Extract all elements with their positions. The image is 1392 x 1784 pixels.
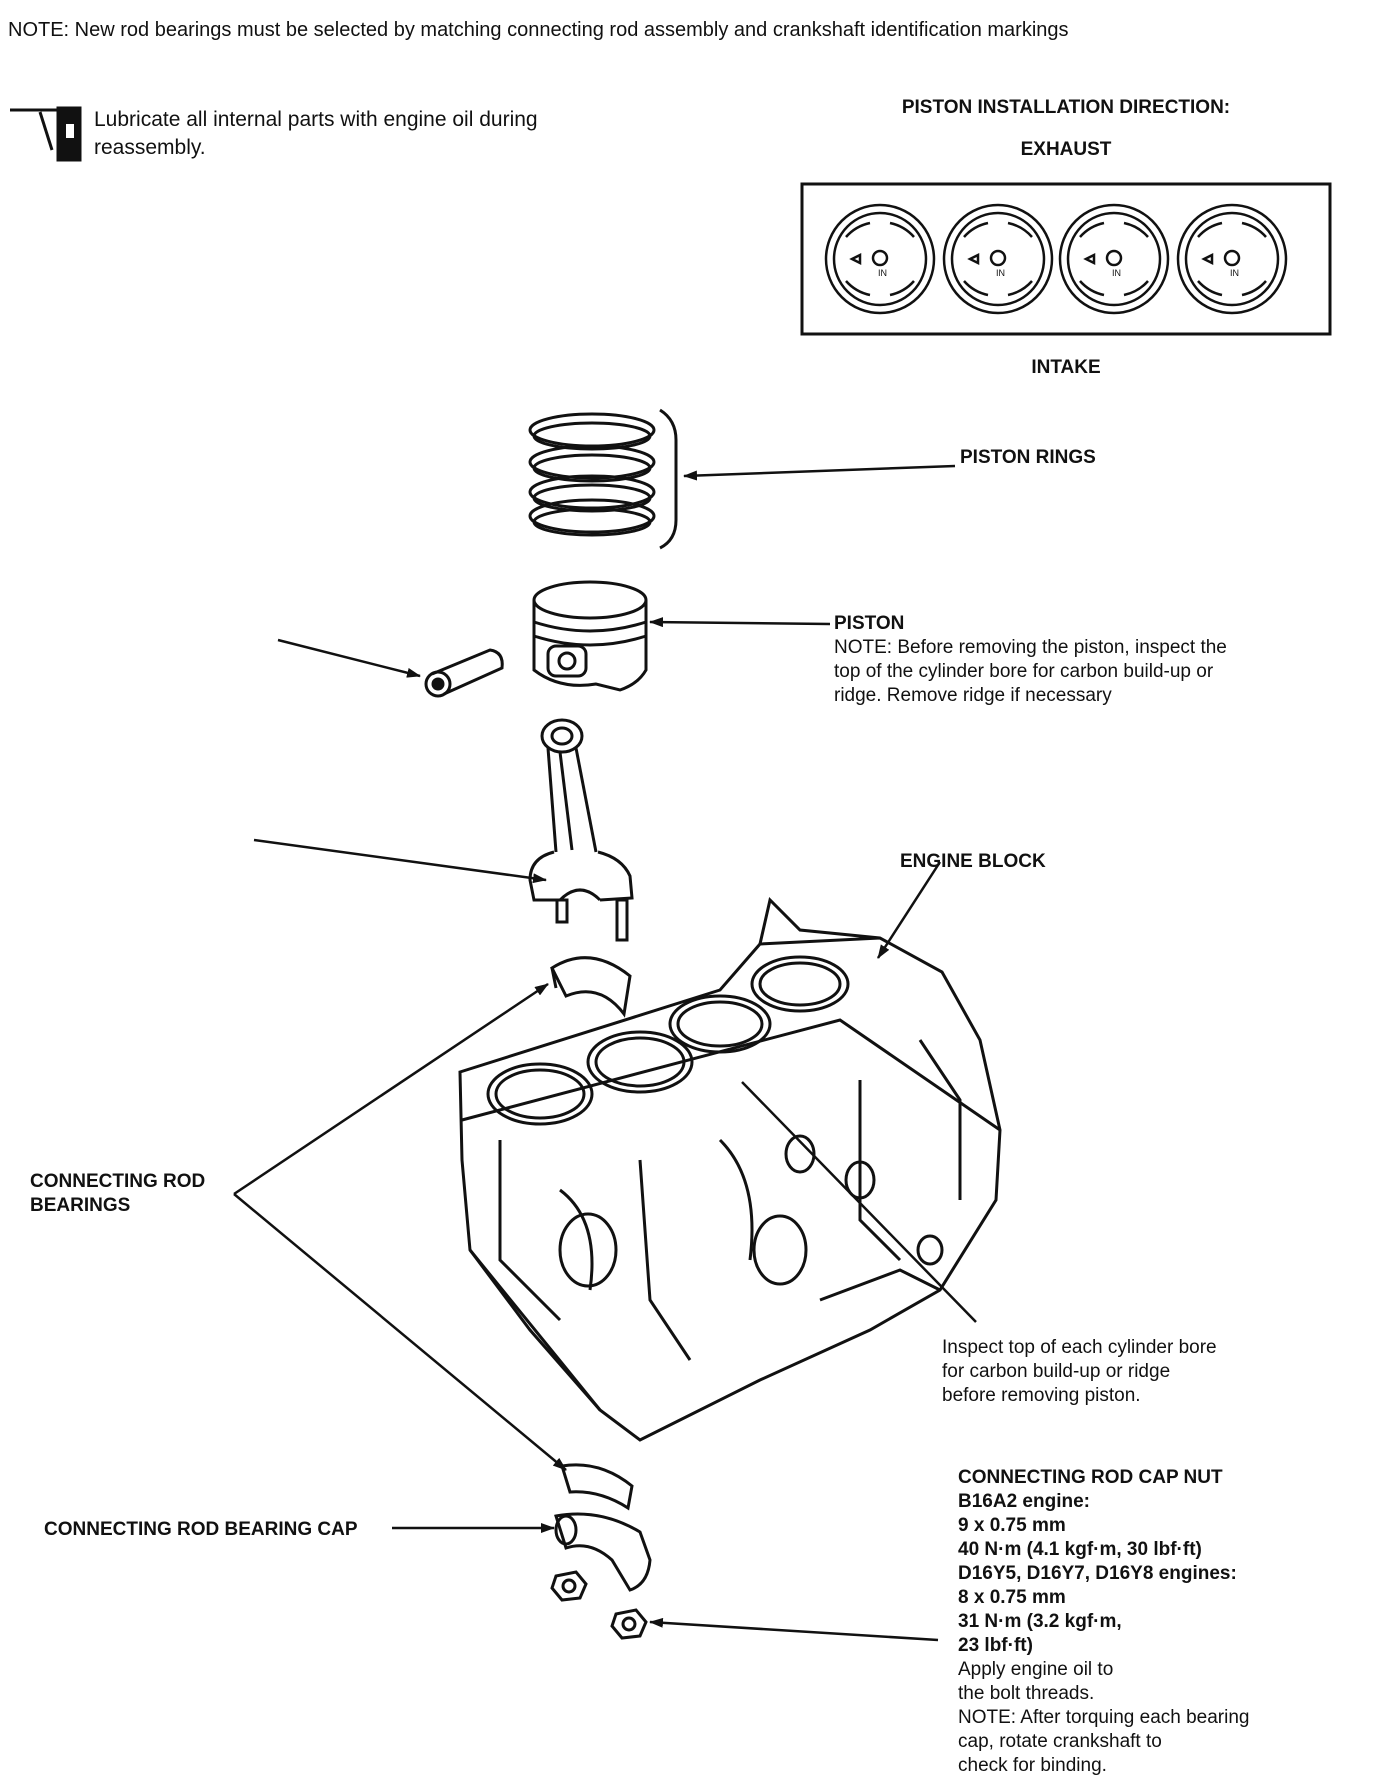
inspect-note-line-2: for carbon build-up or ridge [942,1361,1171,1382]
cap-nut-line-5: 8 x 0.75 mm [958,1587,1066,1608]
cap-nut-line-3: 40 N·m (4.1 kgf·m, 30 lbf·ft) [958,1539,1202,1560]
piston-rings-drawing [528,408,678,550]
piston-label: PISTON [834,613,905,634]
piston-drawing [532,580,648,692]
piston-mark-3: IN [1112,268,1121,278]
rod-bearings-label-line-1: CONNECTING ROD [30,1171,206,1192]
piston-mark-1: IN [878,268,887,278]
engine-block-label: ENGINE BLOCK [900,851,1046,872]
piston-top-view-2 [942,203,1054,315]
cap-nut-line-7: 23 lbf·ft) [958,1635,1033,1656]
piston-direction-title: PISTON INSTALLATION DIRECTION: [901,97,1231,118]
piston-leader [649,617,831,628]
cap-nut-title: CONNECTING ROD CAP NUT [958,1467,1223,1488]
cap-nut-line-1: B16A2 engine: [958,1491,1090,1512]
engine-block-drawing [458,897,1002,1442]
cap-nut-drawing-2 [610,1608,648,1640]
cap-nut-line-10: NOTE: After torquing each bearing [958,1707,1250,1728]
lubricate-instruction: Lubricate all internal parts with engine… [94,106,538,162]
cap-nut-line-9: the bolt threads. [958,1683,1095,1704]
piston-rings-leader [683,464,956,481]
cap-nut-line-4: D16Y5, D16Y7, D16Y8 engines: [958,1563,1237,1584]
cap-nut-line-11: cap, rotate crankshaft to [958,1731,1162,1752]
connecting-rod-leader [253,838,547,884]
piston-top-view-1 [824,203,936,315]
cap-nut-spec: CONNECTING ROD CAP NUT B16A2 engine: 9 x… [958,1466,1250,1778]
engine-block-leader [876,861,942,959]
intake-label: INTAKE [1031,357,1101,378]
piston-note-line-3: ridge. Remove ridge if necessary [834,685,1112,706]
piston-top-view-3 [1058,203,1170,315]
piston-mark-4: IN [1230,268,1239,278]
bearing-cap-label: CONNECTING ROD BEARING CAP [44,1519,358,1540]
cap-nut-line-8: Apply engine oil to [958,1659,1114,1680]
rod-bearings-leader-lower [233,1193,567,1471]
rod-bearings-label: CONNECTING ROD BEARINGS [30,1170,205,1218]
piston-pin-drawing [424,648,504,698]
connecting-rod-drawing [528,718,634,942]
piston-mark-2: IN [996,268,1005,278]
cap-nut-line-12: check for binding. [958,1755,1107,1776]
piston-note-line-1: NOTE: Before removing the piston, inspec… [834,637,1227,658]
inspect-note-line-3: before removing piston. [942,1385,1141,1406]
exhaust-label: EXHAUST [1020,139,1112,160]
cap-nut-line-2: 9 x 0.75 mm [958,1515,1066,1536]
rod-bearings-label-line-2: BEARINGS [30,1195,131,1216]
upper-rod-bearing-drawing [550,956,632,1018]
piston-label-block: PISTON NOTE: Before removing the piston,… [834,612,1227,708]
lubricate-line-2: reassembly. [94,136,206,159]
inspect-note-line-1: Inspect top of each cylinder bore [942,1337,1217,1358]
piston-top-view-4 [1176,203,1288,315]
bearing-cap-drawing [554,1512,652,1592]
oil-can-icon [10,106,82,162]
inspect-note: Inspect top of each cylinder bore for ca… [942,1336,1217,1408]
rod-bearings-leader-upper [233,982,549,1196]
lubricate-line-1: Lubricate all internal parts with engine… [94,108,538,131]
top-note: NOTE: New rod bearings must be selected … [8,19,1069,41]
cap-nut-leader [649,1617,939,1642]
piston-pin-leader [277,638,421,678]
cap-nut-drawing-1 [550,1570,588,1602]
piston-note-line-2: top of the cylinder bore for carbon buil… [834,661,1214,682]
lower-rod-bearing-drawing [560,1463,634,1511]
piston-direction-box [800,182,1332,336]
cap-nut-line-6: 31 N·m (3.2 kgf·m, [958,1611,1122,1632]
piston-rings-label: PISTON RINGS [960,447,1096,468]
cylinder-bore-leader [741,1081,977,1323]
